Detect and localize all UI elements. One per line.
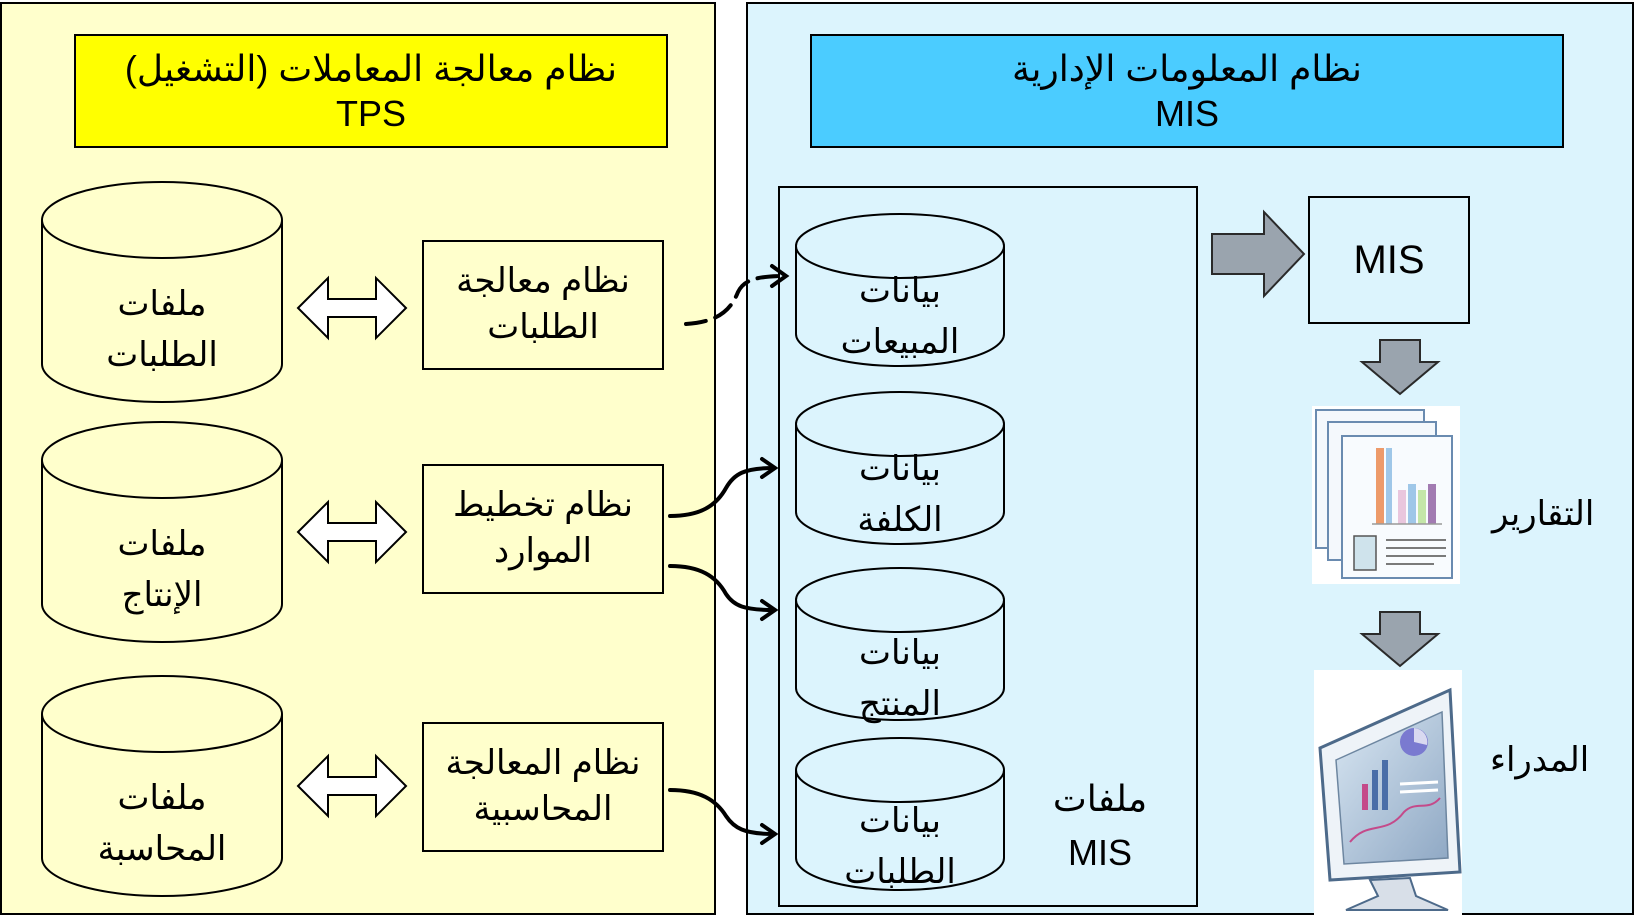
data-label-line1: بيانات (859, 802, 941, 840)
arrowhead-icon (770, 264, 790, 288)
mis-data-label-orders: بيانات الطلبات (796, 792, 1004, 902)
file-label-line1: ملفات (117, 779, 207, 817)
system-label-line1: نظام تخطيط (452, 486, 634, 525)
mis-files-label-line2: MIS (1067, 832, 1132, 873)
tps-cylinder-orders (41, 181, 283, 403)
tps-cylinder-production (41, 421, 283, 643)
tps-file-label-production: ملفات الإنتاج (42, 510, 282, 630)
mis-cylinder-sales (795, 213, 1005, 367)
connector-resources-to-cost (668, 466, 776, 518)
mis-cylinder-orders (795, 737, 1005, 891)
system-box-order-processing: نظام معالجة الطلبات (422, 240, 664, 370)
mis-cylinder-product (795, 567, 1005, 721)
monitor-chart-icon (1314, 670, 1462, 915)
tps-file-label-accounting: ملفات المحاسبة (42, 764, 282, 884)
file-label-line2: المحاسبة (97, 830, 227, 868)
reports-label: التقارير (1492, 495, 1595, 533)
managers-label: المدراء (1490, 741, 1590, 779)
double-arrow-icon (296, 499, 408, 565)
arrowhead-icon (760, 599, 779, 621)
tps-title-arabic: نظام معالجة المعاملات (التشغيل) (124, 48, 618, 89)
mis-title-english: MIS (1154, 93, 1219, 134)
file-label-line1: ملفات (117, 285, 207, 323)
system-label-line2: الطلبات (487, 308, 599, 346)
mis-files-label: ملفات MIS (1040, 772, 1160, 880)
arrow-down-icon (1359, 339, 1441, 396)
tps-cylinder-accounting (41, 675, 283, 897)
connector-orders-to-sales (684, 274, 788, 326)
mis-data-label-cost: بيانات الكلفة (796, 440, 1004, 550)
file-label-line2: الطلبات (106, 336, 218, 374)
system-box-resource-planning: نظام تخطيط الموارد (422, 464, 664, 594)
data-label-line1: بيانات (859, 272, 941, 310)
system-label-line2: المحاسبية (473, 790, 613, 828)
data-label-line2: المبيعات (840, 323, 960, 361)
arrowhead-icon (760, 823, 779, 845)
mis-system-label: MIS (1353, 237, 1425, 282)
system-box-accounting: نظام المعالجة المحاسبية (422, 722, 664, 852)
data-label-line1: بيانات (859, 634, 941, 672)
mis-title: نظام المعلومات الإدارية MIS (810, 34, 1564, 148)
mis-data-label-sales: بيانات المبيعات (796, 262, 1004, 372)
file-label-line1: ملفات (117, 525, 207, 563)
mis-system-box: MIS (1308, 196, 1470, 324)
tps-title: نظام معالجة المعاملات (التشغيل) TPS (74, 34, 668, 148)
reports-document-icon (1312, 406, 1460, 584)
file-label-line2: الإنتاج (121, 576, 203, 614)
arrow-down-icon (1359, 611, 1441, 668)
system-label-line2: الموارد (493, 532, 593, 570)
data-label-line2: الطلبات (844, 853, 956, 891)
connector-resources-to-product (668, 564, 776, 612)
data-label-line2: الكلفة (857, 501, 943, 539)
arrowhead-icon (760, 457, 779, 479)
connector-accounting-to-orders (668, 788, 776, 836)
system-label-line1: نظام معالجة (456, 262, 630, 301)
double-arrow-icon (296, 753, 408, 819)
data-label-line2: المنتج (859, 685, 941, 723)
mis-files-label-line1: ملفات (1052, 778, 1148, 819)
tps-file-label-orders: ملفات الطلبات (42, 270, 282, 390)
system-label-line1: نظام المعالجة (445, 744, 641, 783)
mis-cylinder-cost (795, 391, 1005, 545)
mis-title-arabic: نظام المعلومات الإدارية (1012, 48, 1362, 89)
tps-title-english: TPS (335, 93, 406, 134)
arrow-right-icon (1211, 209, 1306, 299)
double-arrow-icon (296, 275, 408, 341)
mis-data-label-product: بيانات المنتج (796, 624, 1004, 734)
data-label-line1: بيانات (859, 450, 941, 488)
